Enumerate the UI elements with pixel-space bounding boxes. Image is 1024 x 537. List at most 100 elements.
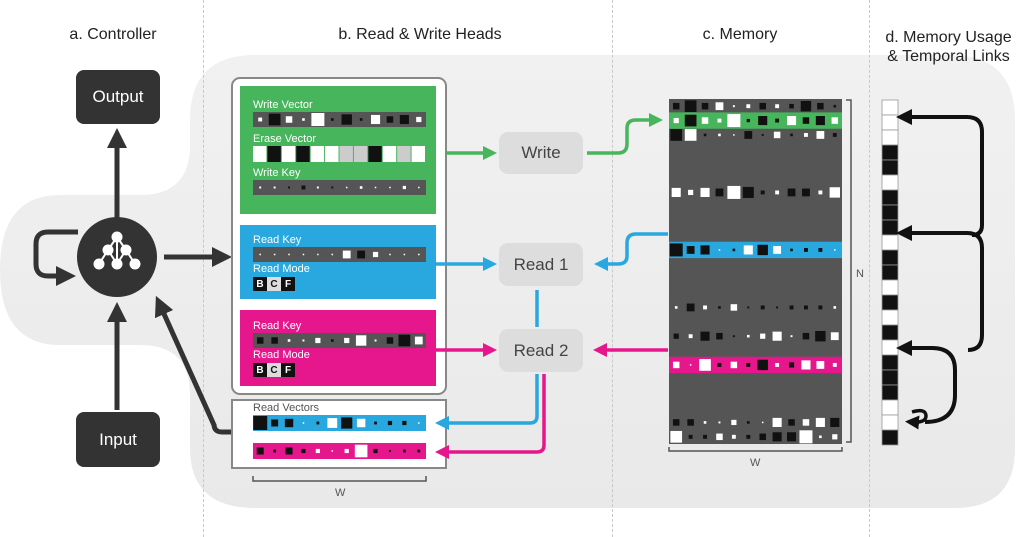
usage-cell: [881, 294, 899, 311]
memory-cell: [731, 419, 737, 426]
memory-cell: [703, 434, 707, 439]
output-label: Output: [92, 87, 144, 106]
erase-vector-label: Erase Vector: [253, 133, 316, 145]
width-label-heads: W: [335, 487, 346, 499]
arrow-controller-recurrent: [33, 229, 78, 286]
usage-cell: [881, 339, 899, 356]
memory-cell: [802, 117, 810, 124]
memory-row-highlight-write: [669, 112, 842, 129]
memory-cell: [816, 131, 825, 139]
write-vector-cell: [268, 113, 281, 126]
memory-cell: [669, 243, 683, 257]
usage-cell: [881, 309, 899, 326]
memory-cell: [757, 244, 768, 256]
read-key-2-cell: [355, 335, 367, 346]
usage-cell: [881, 189, 899, 206]
read-key-1-cell: [389, 253, 391, 256]
memory-cell: [743, 245, 753, 255]
arrow-write-to-memory: [587, 113, 663, 155]
memory-cell: [758, 116, 768, 126]
n-label-memory: N: [856, 268, 864, 280]
memory-cell: [790, 133, 793, 137]
memory-cell: [747, 306, 750, 309]
memory-cell: [746, 334, 750, 338]
write-vector-cell: [285, 116, 293, 123]
memory-cell: [799, 430, 813, 444]
read-vector-1-cell: [302, 422, 305, 424]
memory-matrix: [669, 99, 842, 444]
memory-cell: [730, 304, 738, 311]
memory-cell: [672, 419, 680, 426]
temporal-link-2: [896, 225, 984, 352]
memory-cell: [775, 190, 780, 195]
read-key-1-bar: [253, 247, 426, 262]
memory-cell: [775, 362, 780, 367]
memory-cell: [832, 434, 838, 440]
write-vector-cell: [399, 114, 409, 125]
memory-cell: [732, 248, 736, 252]
memory-row-highlight-read2: [669, 356, 842, 374]
read-mode-option-b: B: [253, 363, 267, 377]
memory-cell: [772, 432, 782, 442]
erase-vector-cell: [296, 146, 310, 162]
memory-cell: [731, 434, 736, 439]
memory-cell: [815, 116, 825, 126]
write-vector-cell: [416, 116, 422, 123]
read-vector-2-cell: [373, 448, 378, 454]
erase-vector-cell: [397, 146, 411, 162]
memory-cell: [775, 118, 780, 123]
divider-b-c: [612, 0, 613, 537]
input-box: Input: [76, 412, 160, 467]
memory-cell: [732, 335, 735, 338]
write-key-cell: [389, 186, 391, 189]
memory-cell: [833, 306, 837, 309]
usage-cell: [881, 264, 899, 281]
memory-cell: [703, 305, 707, 310]
memory-cell: [744, 131, 753, 139]
read-mode-option-f: F: [281, 277, 295, 291]
memory-cell: [830, 332, 839, 341]
write-key-cell: [374, 186, 377, 189]
read-key-2-cell: [256, 337, 264, 344]
memory-cell: [772, 417, 782, 427]
write-key-cell: [301, 185, 306, 190]
read-vector-2-cell: [285, 447, 293, 455]
usage-cell: [881, 414, 899, 431]
title-memory: c. Memory: [702, 26, 778, 43]
usage-cell: [881, 384, 899, 401]
read-key-1-label: Read Key: [253, 234, 302, 246]
read-key-1-cell: [302, 253, 305, 256]
width-label-memory: W: [750, 457, 761, 469]
read-vector-2-cell: [315, 448, 320, 454]
erase-vector-cell: [411, 146, 425, 162]
memory-cell: [819, 435, 822, 439]
read-key-2-bar: [253, 333, 426, 348]
memory-row-highlight-read1: [669, 241, 842, 259]
read-key-1-cell: [357, 250, 366, 259]
erase-vector-cell: [353, 146, 368, 162]
memory-cell: [818, 190, 823, 195]
read-vector-2-cell: [417, 449, 421, 453]
memory-cell: [688, 189, 694, 196]
read-key-1-cell: [317, 253, 319, 256]
erase-vector-cell: [253, 146, 267, 162]
erase-vector-cell: [267, 146, 281, 162]
usage-cell: [881, 144, 899, 161]
memory-cell: [776, 306, 779, 309]
memory-cell: [733, 134, 735, 136]
memory-cell: [670, 129, 683, 141]
memory-cell: [716, 433, 723, 441]
memory-cell: [746, 421, 750, 424]
memory-cell: [688, 434, 693, 439]
memory-cell: [815, 330, 826, 342]
usage-cell: [881, 129, 899, 146]
read-vector-1-cell: [253, 416, 268, 430]
memory-cell: [829, 187, 840, 198]
memory-cell: [727, 185, 741, 199]
read-key-2-cell: [302, 339, 305, 342]
memory-cell: [790, 335, 793, 338]
arrow-read2-to-read-vector: [435, 374, 546, 459]
usage-cell: [881, 429, 899, 446]
memory-cell: [687, 419, 694, 426]
write-vector-cell: [386, 116, 394, 123]
